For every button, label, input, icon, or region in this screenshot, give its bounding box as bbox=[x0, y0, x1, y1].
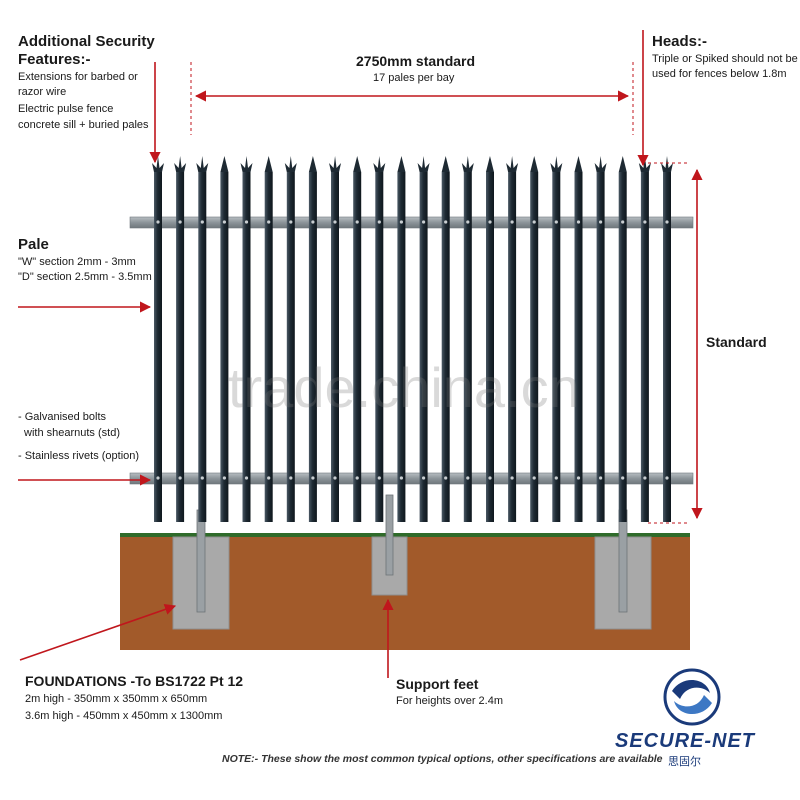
width-title: 2750mm standard bbox=[356, 53, 476, 69]
post-left-buried bbox=[196, 509, 206, 613]
pale-title: Pale bbox=[18, 236, 49, 253]
brand-name: SECURE-NET bbox=[615, 730, 756, 752]
pale bbox=[661, 156, 673, 522]
footnote: NOTE:- These show the most common typica… bbox=[222, 753, 663, 765]
pale bbox=[329, 156, 342, 522]
heads-item: Triple or Spiked should not be bbox=[652, 53, 798, 65]
security-title-2: Features:- bbox=[18, 51, 91, 68]
pale bbox=[308, 156, 317, 522]
pale bbox=[638, 156, 651, 522]
pale bbox=[284, 156, 297, 522]
foundations-item: 2m high - 350mm x 350mm x 650mm bbox=[25, 693, 208, 705]
pale bbox=[174, 156, 187, 522]
width-subtitle: 17 pales per bay bbox=[373, 72, 455, 84]
pale bbox=[618, 156, 627, 522]
watermark: trade.china.cn bbox=[228, 356, 580, 419]
pale bbox=[152, 156, 164, 522]
pale-item: "W" section 2mm - 3mm bbox=[18, 256, 136, 268]
pale bbox=[530, 156, 539, 522]
bolt-item: with shearnuts (std) bbox=[24, 427, 120, 439]
pale bbox=[574, 156, 583, 522]
heads-item: used for fences below 1.8m bbox=[652, 68, 787, 80]
security-item: Extensions for barbed or bbox=[18, 71, 138, 83]
pale bbox=[594, 156, 607, 522]
security-item: razor wire bbox=[18, 86, 67, 98]
grass-line bbox=[120, 533, 690, 537]
bolt-item: - Galvanised bolts bbox=[18, 411, 107, 423]
foundation-arrow-line bbox=[19, 604, 177, 661]
security-item: Electric pulse fence bbox=[18, 103, 114, 115]
heads-title: Heads:- bbox=[652, 33, 708, 50]
top-rail bbox=[129, 216, 694, 229]
security-title: Additional Security bbox=[18, 33, 155, 50]
pale bbox=[196, 156, 209, 522]
brand-chinese: 思固尔 bbox=[668, 755, 701, 768]
pale bbox=[240, 156, 253, 522]
bottom-rail bbox=[129, 472, 694, 485]
post-right-buried bbox=[618, 509, 628, 613]
security-item: concrete sill + buried pales bbox=[18, 119, 149, 131]
pale bbox=[264, 156, 273, 522]
pale bbox=[373, 156, 386, 522]
pale-item: "D" section 2.5mm - 3.5mm bbox=[18, 271, 152, 283]
foundation-arrow bbox=[18, 646, 120, 670]
height-label: Standard bbox=[706, 334, 767, 350]
pale bbox=[550, 156, 563, 522]
pales-group bbox=[152, 156, 673, 522]
pale bbox=[506, 156, 519, 522]
foundations-title: FOUNDATIONS -To BS1722 Pt 12 bbox=[25, 673, 244, 689]
support-foot-post bbox=[385, 494, 394, 576]
pale bbox=[397, 156, 406, 522]
pale bbox=[417, 156, 430, 522]
bolt-item: - Stainless rivets (option) bbox=[18, 450, 140, 462]
pale bbox=[461, 156, 474, 522]
pale bbox=[485, 156, 494, 522]
pale bbox=[220, 156, 229, 522]
secure-net-swirl-logo bbox=[663, 668, 721, 726]
pale bbox=[353, 156, 362, 522]
support-subtitle: For heights over 2.4m bbox=[396, 695, 503, 707]
foundations-item: 3.6m high - 450mm x 450mm x 1300mm bbox=[25, 710, 223, 722]
support-title: Support feet bbox=[396, 676, 479, 692]
pale bbox=[441, 156, 450, 522]
